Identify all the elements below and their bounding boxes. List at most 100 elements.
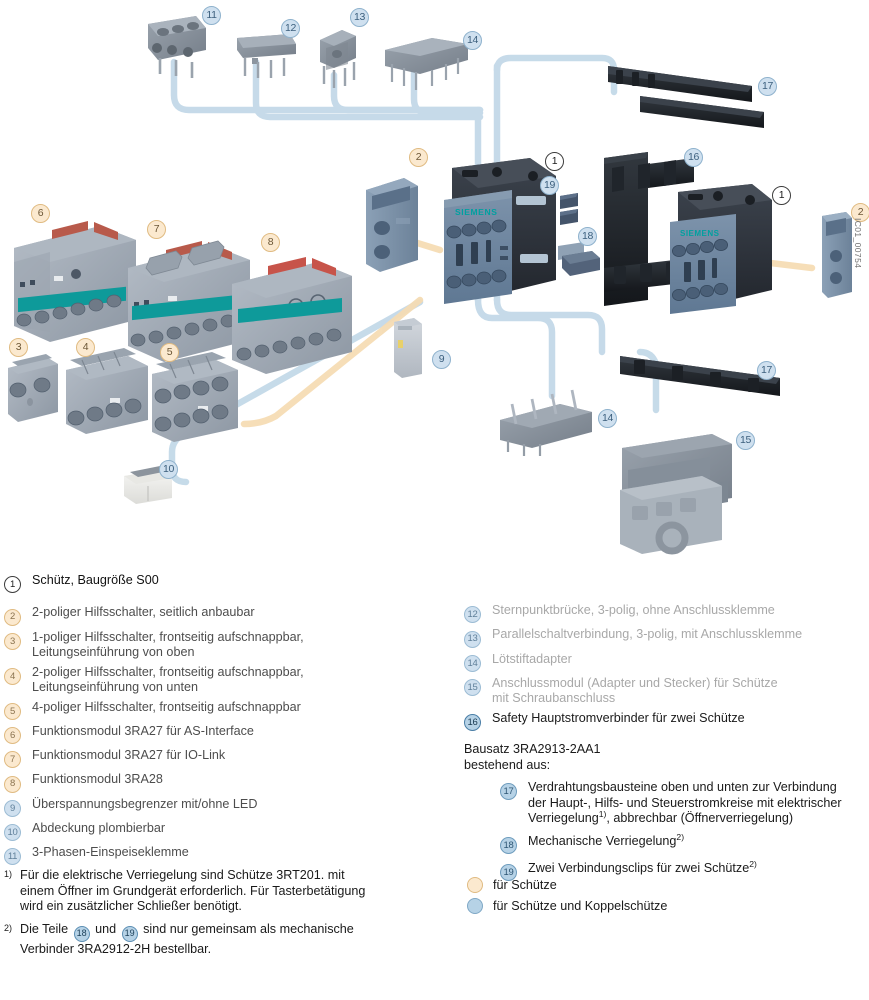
key-row-blue: für Schütze und Koppelschütze <box>467 898 667 914</box>
part-4-aux-switch <box>66 348 148 434</box>
legend-item-10: 10 Abdeckung plombierbar <box>4 821 456 841</box>
legend-badge-5: 5 <box>4 702 21 720</box>
key-label: für Schütze <box>493 877 557 892</box>
legend-item-text: Funktionsmodul 3RA27 für AS-Interface <box>32 724 254 740</box>
callout-badge-7: 7 <box>147 220 166 239</box>
callout-badge-5: 5 <box>160 343 179 362</box>
legend-badge-16: 16 <box>464 714 481 731</box>
part-1-contactor-right: SIEMENS <box>670 184 772 314</box>
legend-item-text: Lötstiftadapter <box>492 652 572 668</box>
legend-item-text: Parallelschaltverbindung, 3-polig, mit A… <box>492 627 802 643</box>
legend-badge-4: 4 <box>4 667 21 685</box>
legend-item-text: Sternpunktbrücke, 3-polig, ohne Anschlus… <box>492 603 775 619</box>
part-2-aux-switch-right <box>822 212 852 298</box>
legend-item-text: 3-Phasen-Einspeiseklemme <box>32 845 189 861</box>
legend-badge-wrap: 7 <box>4 748 26 769</box>
legend-badge-6: 6 <box>4 727 21 744</box>
legend-item-text: Überspannungsbegrenzer mit/ohne LED <box>32 797 257 813</box>
part-14-solder-adapter-bottom <box>500 389 592 456</box>
legend-lead-item: 1 Schütz, Baugröße S00 <box>4 573 456 594</box>
callout-badge-4: 4 <box>76 338 95 357</box>
legend-item-text: Abdeckung plombierbar <box>32 821 165 837</box>
kit-badge-18: 18 <box>500 836 517 854</box>
part-14-solder-adapter-top <box>385 38 468 90</box>
part-1-contactor-main: SIEMENS <box>444 158 556 304</box>
callout-badge-1: 1 <box>545 152 564 171</box>
kit-item-line1: Mechanische Verriegelung2) <box>528 831 685 850</box>
legend-badge-9: 9 <box>4 799 21 817</box>
kit-item-text: Verdrahtungsbausteine oben und unten zur… <box>528 780 842 827</box>
diagram-artwork: SIEMENS <box>8 16 852 555</box>
kit-item-text: Zwei Verbindungsclips für zwei Schütze2) <box>528 858 757 877</box>
footnote-l1: Für die elektrische Verriegelung sind Sc… <box>20 868 345 882</box>
key-dot-tan-icon <box>467 877 483 893</box>
footnote-2: 2) Die Teile 18 und 19 sind nur gemeinsam… <box>4 922 424 957</box>
legend-item-line1: Überspannungsbegrenzer mit/ohne LED <box>32 796 258 811</box>
legend-badge-15: 15 <box>464 679 481 696</box>
legend-item-11: 11 3-Phasen-Einspeiseklemme <box>4 845 456 866</box>
legend-item-text: 2-poliger Hilfsschalter, seitlich anbaub… <box>32 605 255 621</box>
kit-badge-wrap: 19 <box>500 861 522 881</box>
footnote-ref-2: 2) <box>749 858 757 869</box>
legend-item-line1: 3-Phasen-Einspeiseklemme <box>32 845 189 859</box>
legend-badge-3: 3 <box>4 632 21 650</box>
legend-badge-wrap: 1 <box>4 573 26 594</box>
kit-item-text: Mechanische Verriegelung2) <box>528 831 685 850</box>
callout-badge-2: 2 <box>851 203 869 222</box>
footnote-line1: Die Teile 18 und 19 sind nur gemeinsam a… <box>20 922 354 942</box>
callout-badge-2: 2 <box>409 148 428 167</box>
legend-badge-wrap: 12 <box>464 603 486 624</box>
legend-item-text: Anschlussmodul (Adapter und Stecker) für… <box>492 676 778 707</box>
part-15-connection-module <box>620 424 732 555</box>
legend-badge-8: 8 <box>4 775 21 793</box>
legend-right-column: 12 Sternpunktbrücke, 3-polig, ohne Anschl… <box>464 603 864 888</box>
legend-item-6: 6 Funktionsmodul 3RA27 für AS-Interface <box>4 724 456 744</box>
key-dot-blue-icon <box>467 898 483 914</box>
callout-badge-14: 14 <box>463 31 482 50</box>
callout-badge-10: 10 <box>159 460 178 479</box>
callout-badge-18: 18 <box>578 227 597 246</box>
legend-item-line2: Leitungseinführung von oben <box>32 645 195 659</box>
legend-item-line1: Funktionsmodul 3RA27 für AS-Interface <box>32 723 254 738</box>
legend-badge-wrap: 13 <box>464 627 486 648</box>
legend-badge-wrap: 10 <box>4 821 26 841</box>
legend-item-text: Funktionsmodul 3RA27 für IO-Link <box>32 748 225 764</box>
footnote-ref-2: 2) <box>676 831 685 842</box>
legend-item-line1: Funktionsmodul 3RA27 für IO-Link <box>32 748 226 762</box>
legend-item-line1: Anschlussmodul (Adapter und Stecker) für… <box>492 675 778 690</box>
footnote-ref-1: 1) <box>598 808 607 819</box>
footnote-marker: 2) <box>4 922 13 933</box>
part-18-mechanical-interlock <box>558 242 600 276</box>
kit-line1-pre: Zwei Verbindungsclips für zwei Schütze <box>528 860 750 875</box>
callout-badge-13: 13 <box>350 8 369 27</box>
footnote-text: Für die elektrische Verriegelung sind Sc… <box>20 868 365 915</box>
callout-badge-8: 8 <box>261 233 280 252</box>
part-8-function-module <box>232 257 352 374</box>
legend-item-line2: mit Schraubanschluss <box>492 691 616 706</box>
callout-badge-17: 17 <box>758 77 777 96</box>
legend-badge-wrap: 5 <box>4 700 26 720</box>
kit-item-line2: der Haupt-, Hilfs- und Steuerstromkreise… <box>528 795 842 810</box>
part-13-parallel-link <box>320 30 356 88</box>
part-3-aux-switch <box>8 354 58 422</box>
legend-badge-12: 12 <box>464 606 481 624</box>
callout-badge-6: 6 <box>31 204 50 223</box>
legend-badge-wrap: 16 <box>464 711 486 731</box>
footnotes-block: 1)Für die elektrische Verriegelung sind … <box>4 868 424 964</box>
legend-badge-wrap: 14 <box>464 652 486 672</box>
legend-item-text: 4-poliger Hilfsschalter, frontseitig auf… <box>32 700 301 716</box>
part-5-aux-switch <box>152 352 238 442</box>
svg-text:SIEMENS: SIEMENS <box>680 229 720 238</box>
kit-title: Bausatz 3RA2913-2AA1 <box>464 742 601 756</box>
legend-item-text: Funktionsmodul 3RA28 <box>32 772 163 788</box>
footnote-part3: sind nur gemeinsam als mechanische <box>143 921 354 936</box>
legend-item-line1: Sternpunktbrücke, 3-polig, ohne Anschlus… <box>492 603 775 617</box>
legend-badge-11: 11 <box>4 848 21 866</box>
legend-item-8: 8 Funktionsmodul 3RA28 <box>4 772 456 793</box>
